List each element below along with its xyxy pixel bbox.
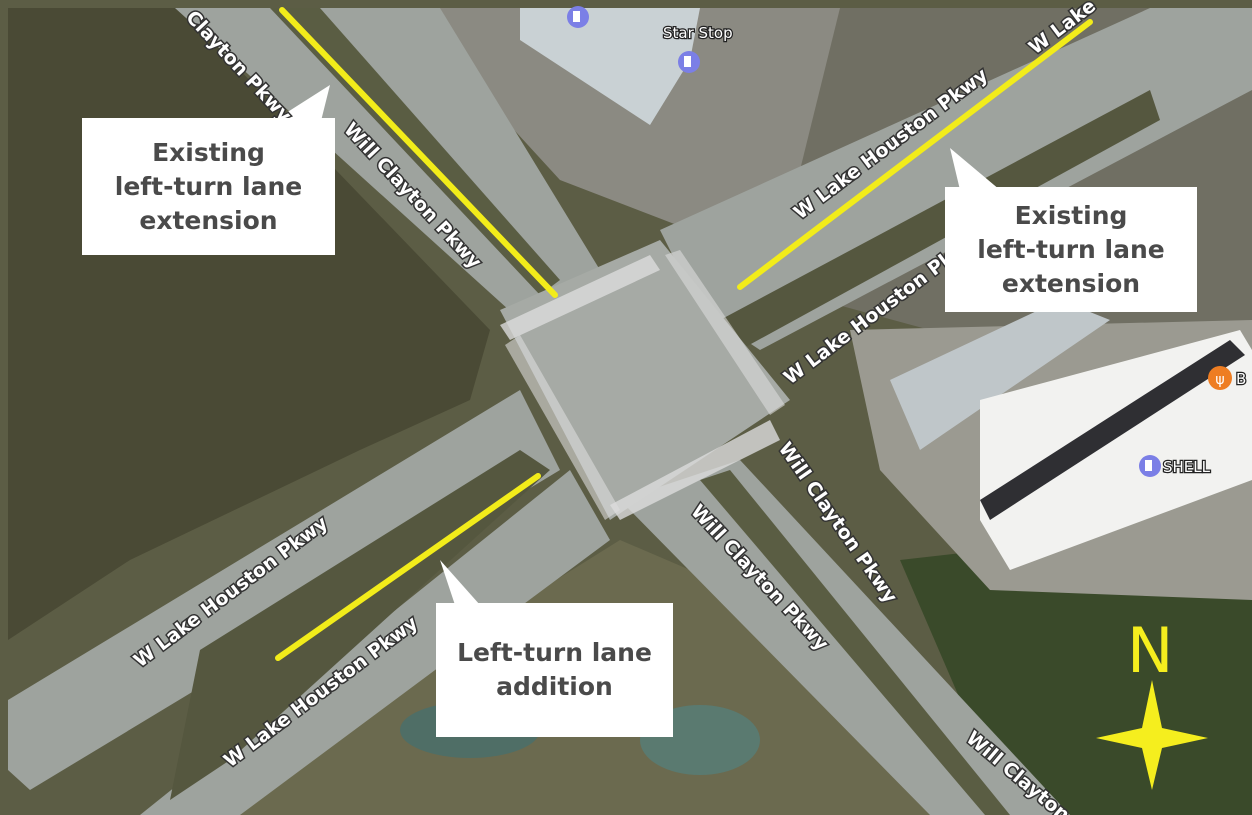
crosswalk-north [500,255,660,340]
shell-roof-strip [980,340,1245,520]
turn-lane-line-northwest [279,7,558,298]
callout-existing-extension-top-left: Existing left-turn lane extension [82,118,335,255]
road-lake-houston-sw [8,390,560,790]
crosswalk-east [665,250,785,415]
callout-existing-extension-right: Existing left-turn lane extension [945,187,1197,312]
gas-canopy-star-stop [520,8,700,125]
road-lake-houston-ne [660,8,1252,350]
north-label: N [1127,614,1173,687]
callout-pointer-bottom [440,560,480,605]
crosswalk-west [505,335,620,520]
gas-station-marker-icon [1139,455,1161,477]
callout-line: extension [139,205,278,235]
callout-line: left-turn lane [977,234,1165,264]
lot-north [430,8,840,230]
turn-lane-line-southwest [275,473,541,661]
gas-station-marker-icon [678,51,700,73]
turn-lane-line-northeast [737,19,1093,290]
gas-station-marker-icon [567,6,589,28]
poi-label-star-stop: Star Stop [663,24,733,42]
callout-line: Left-turn lane [457,638,652,667]
callout-left-turn-lane-addition: Left-turn lane addition [436,603,673,737]
callout-line: Existing [1014,200,1128,230]
north-arrow: N [1096,614,1208,790]
poi-label-shell: SHELL [1163,458,1211,476]
compass-star-icon [1096,680,1208,790]
median-will-clayton-se [700,470,1010,815]
callout-pointer-right [950,148,1000,190]
svg-text:ψ: ψ [1215,372,1224,388]
callout-pointer-top-left [275,85,330,125]
crosswalk-south [610,420,780,520]
callout-line: Existing [152,137,265,167]
callout-line: left-turn lane [114,171,303,201]
gas-canopy-east [890,300,1110,450]
callout-line: addition [496,672,613,701]
restaurant-marker-icon: ψ [1208,366,1232,390]
median-lake-houston-ne [720,90,1160,350]
poi-label-restaurant: B [1236,370,1246,388]
callout-line: extension [1001,268,1141,298]
